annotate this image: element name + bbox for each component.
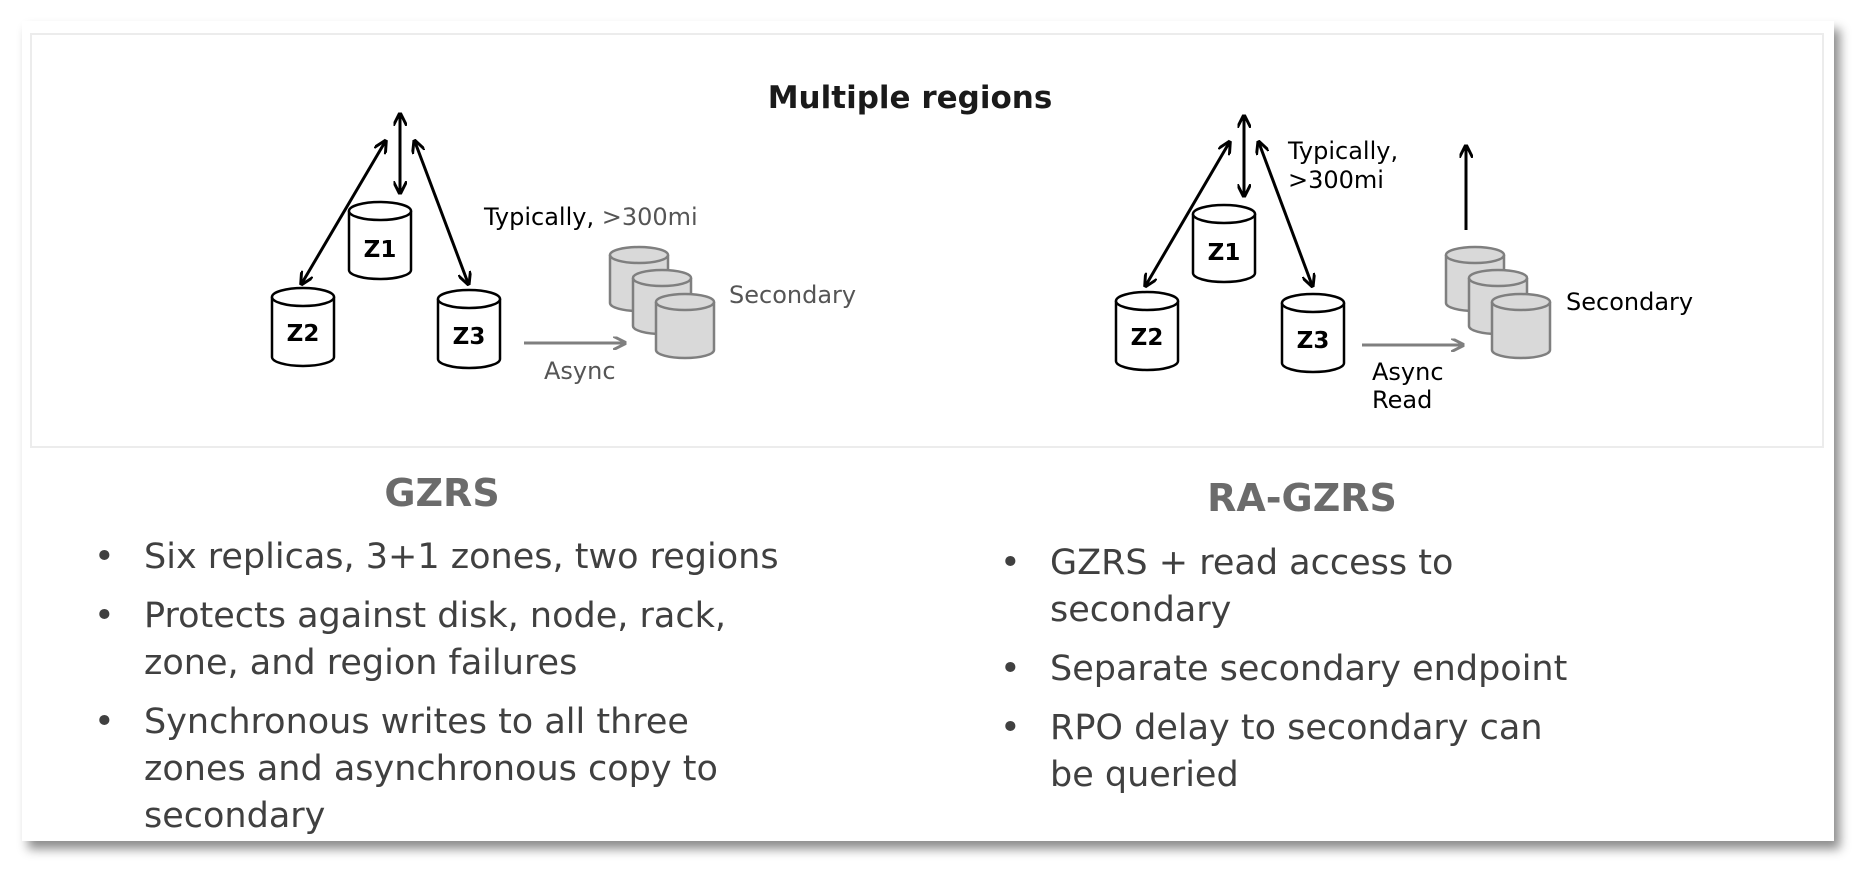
gzrs-bullet-list: Six replicas, 3+1 zones, two regions Pro… <box>92 534 792 852</box>
zone-label-z2: Z2 <box>1131 325 1164 351</box>
arrow-z3 <box>1259 143 1312 285</box>
zone-label-z3: Z3 <box>453 324 486 350</box>
left-secondary-storage <box>608 245 716 360</box>
diagram-panel: Multiple regions Z1 Z2 Z3 <box>30 33 1824 448</box>
arrow-z3 <box>415 142 468 283</box>
ragzrs-title: RA-GZRS <box>1207 476 1397 520</box>
ragzrs-bullet-list: GZRS + read access to secondary Separate… <box>998 540 1698 811</box>
left-async-label: Async <box>544 357 616 385</box>
left-distance-label: Typically, >300mi <box>483 203 698 231</box>
left-replication-arrows <box>302 115 468 283</box>
gzrs-title: GZRS <box>384 471 500 515</box>
zone-cylinder-z3: Z3 <box>436 288 502 370</box>
ragzrs-bullet: Separate secondary endpoint <box>998 646 1698 693</box>
right-secondary-storage <box>1444 245 1552 360</box>
zone-cylinder-z3: Z3 <box>1280 292 1346 374</box>
diagram: Multiple regions Z1 Z2 Z3 <box>270 80 1693 414</box>
gzrs-bullet: Six replicas, 3+1 zones, two regions <box>92 534 792 581</box>
ragzrs-bullet: RPO delay to secondary can be queried <box>998 705 1698 799</box>
arrow-z2 <box>1146 143 1229 285</box>
gzrs-bullet: Synchronous writes to all three zones an… <box>92 699 792 840</box>
arrow-z2 <box>302 142 385 283</box>
left-secondary-label: Secondary <box>729 281 856 309</box>
right-async-label: Async Read <box>1372 358 1451 414</box>
gzrs-bullet: Protects against disk, node, rack, zone,… <box>92 593 792 687</box>
zone-cylinder-z2: Z2 <box>1114 290 1180 372</box>
zone-cylinder-z1: Z1 <box>1191 203 1257 284</box>
zone-label-z1: Z1 <box>364 237 397 263</box>
ragzrs-bullet: GZRS + read access to secondary <box>998 540 1698 634</box>
zone-cylinder-z1: Z1 <box>347 200 413 281</box>
right-replication-arrows <box>1146 117 1312 285</box>
zone-label-z1: Z1 <box>1208 240 1241 266</box>
diagram-title: Multiple regions <box>768 80 1053 116</box>
right-secondary-label: Secondary <box>1566 288 1693 316</box>
zone-label-z2: Z2 <box>287 321 320 347</box>
zone-label-z3: Z3 <box>1297 328 1330 354</box>
right-distance-label: Typically, >300mi <box>1287 137 1406 194</box>
zone-cylinder-z2: Z2 <box>270 286 336 368</box>
slide: Multiple regions Z1 Z2 Z3 <box>22 21 1834 841</box>
